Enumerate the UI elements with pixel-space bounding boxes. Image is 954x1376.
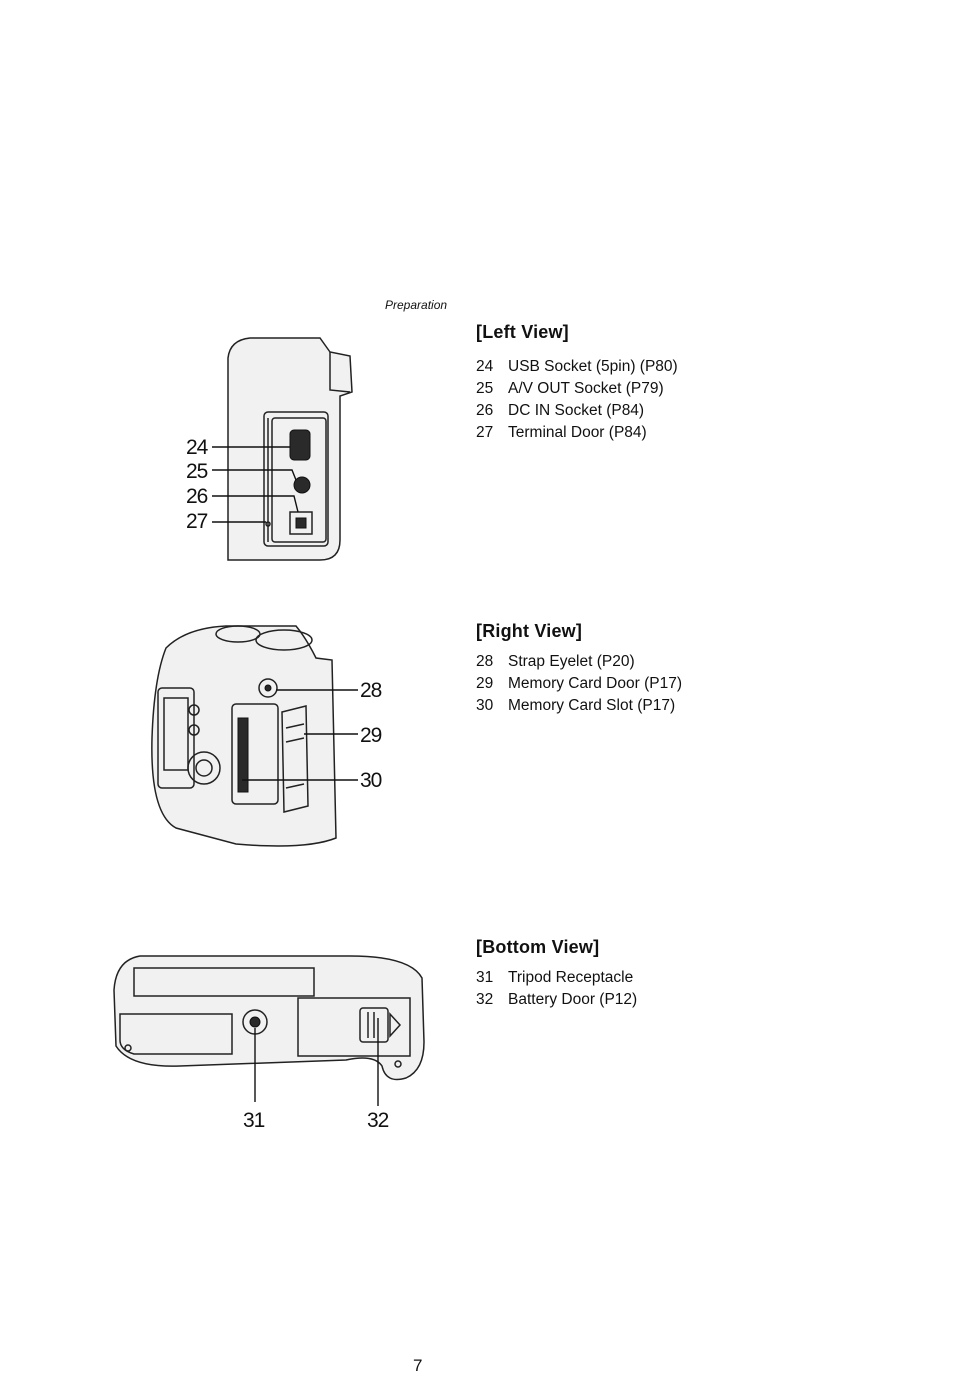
list-item: 26 DC IN Socket (P84) [476,400,678,422]
callout-29: 29 [360,724,382,747]
callout-28: 28 [360,679,382,702]
item-number: 26 [476,402,494,419]
list-item: 24 USB Socket (5pin) (P80) [476,356,678,378]
callout-31: 31 [243,1109,265,1132]
left-view-illustration [212,337,353,561]
item-label: USB Socket (5pin) (P80) [508,358,678,375]
list-item: 27 Terminal Door (P84) [476,422,678,444]
item-label: Memory Card Door (P17) [508,675,682,692]
list-item: 28 Strap Eyelet (P20) [476,651,682,673]
item-label: A/V OUT Socket (P79) [508,380,664,397]
item-number: 30 [476,697,494,714]
callout-24: 24 [186,436,208,459]
item-number: 24 [476,358,494,375]
item-label: Strap Eyelet (P20) [508,653,635,670]
item-label: Tripod Receptacle [508,969,634,986]
item-number: 27 [476,424,494,441]
item-label: Battery Door (P12) [508,991,638,1008]
callout-27: 27 [186,510,208,533]
page-number: 7 [413,1356,423,1375]
right-view-title: [Right View] [476,621,583,641]
item-label: Terminal Door (P84) [508,424,647,441]
list-item: 30 Memory Card Slot (P17) [476,695,682,717]
item-number: 31 [476,969,494,986]
callout-30: 30 [360,769,382,792]
bottom-view-illustration [113,955,425,1106]
callout-25: 25 [186,460,208,483]
right-view-parts-list: 28 Strap Eyelet (P20) 29 Memory Card Door … [476,651,682,717]
list-item: 29 Memory Card Door (P17) [476,673,682,695]
right-view-illustration [151,625,358,847]
item-number: 25 [476,380,494,397]
bottom-view-title: [Bottom View] [476,937,600,957]
left-view-title: [Left View] [476,322,569,342]
item-number: 28 [476,653,494,670]
list-item: 25 A/V OUT Socket (P79) [476,378,678,400]
list-item: 31 Tripod Receptacle [476,967,637,989]
callout-32: 32 [367,1109,389,1132]
left-view-parts-list: 24 USB Socket (5pin) (P80) 25 A/V OUT Sock… [476,356,678,444]
bottom-view-parts-list: 31 Tripod Receptacle 32 Battery Door (P12) [476,967,637,1011]
list-item: 32 Battery Door (P12) [476,989,637,1011]
section-label: Preparation [385,298,448,312]
item-label: DC IN Socket (P84) [508,402,645,419]
item-label: Memory Card Slot (P17) [508,697,676,714]
callout-26: 26 [186,485,208,508]
item-number: 32 [476,991,494,1008]
item-number: 29 [476,675,494,692]
